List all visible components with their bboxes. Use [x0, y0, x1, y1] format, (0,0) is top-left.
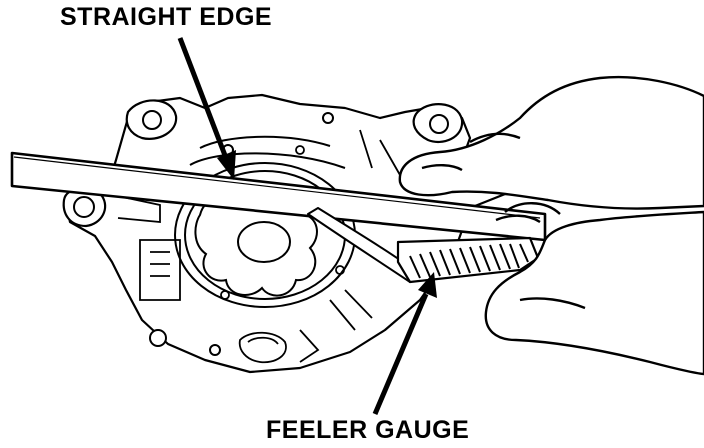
- leader-arrow-feeler-gauge: [372, 272, 437, 415]
- casting-details: [117, 129, 401, 364]
- lower-hand: [484, 202, 704, 376]
- feeler-gauge-hatching: [409, 243, 529, 279]
- upper-hand: [398, 75, 704, 210]
- pump-housing: [62, 93, 522, 374]
- feeler-gauge-label: FEELER GAUGE: [266, 416, 470, 444]
- straight-edge-label: STRAIGHT EDGE: [60, 3, 273, 31]
- leader-arrow-straight-edge: [177, 37, 236, 180]
- mounting-holes: [73, 110, 449, 356]
